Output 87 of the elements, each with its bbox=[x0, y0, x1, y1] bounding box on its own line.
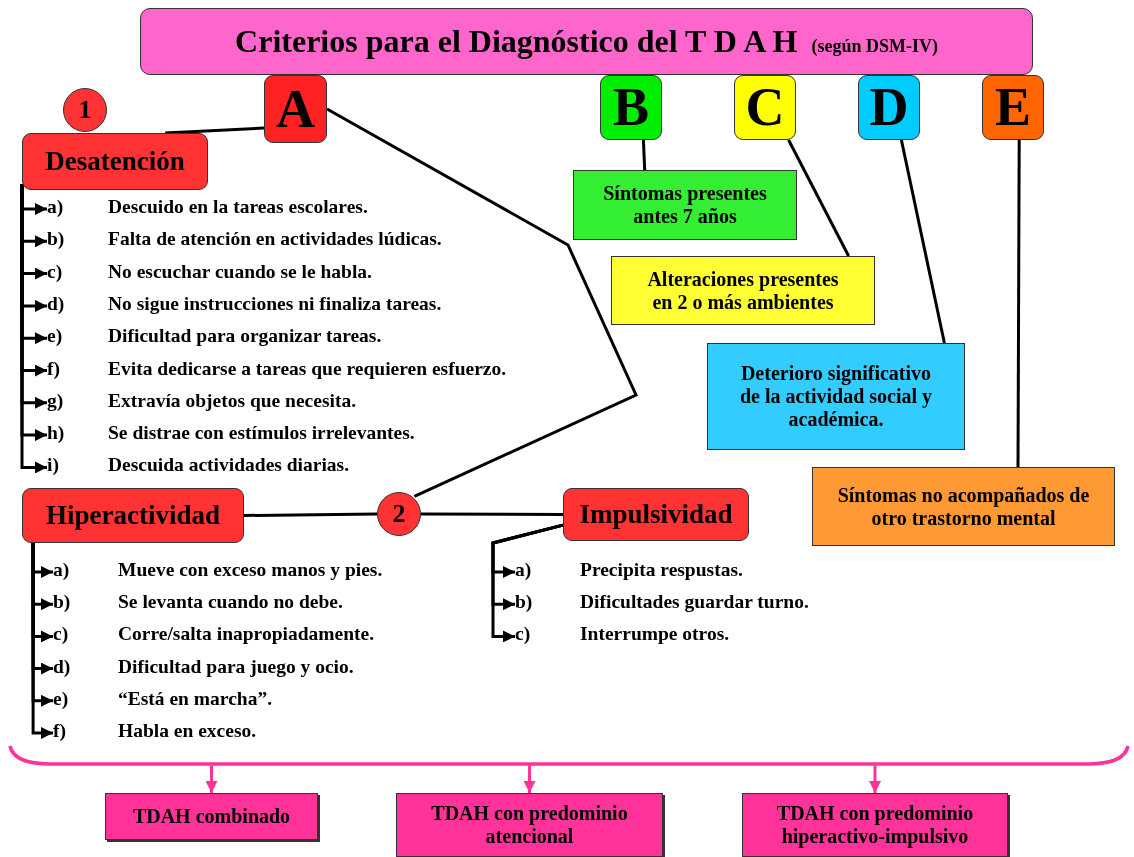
criterion-letter: E bbox=[995, 76, 1031, 139]
arrow bbox=[31, 543, 53, 739]
item-text: Interrumpe otros. bbox=[580, 623, 730, 646]
item-letter: f) bbox=[53, 720, 67, 742]
item-letter: i) bbox=[47, 454, 60, 477]
title-banner bbox=[140, 8, 1033, 75]
criterion-letter: C bbox=[745, 76, 785, 139]
connector-line bbox=[244, 512, 377, 517]
number-label: 1 bbox=[78, 95, 92, 125]
connector-line bbox=[165, 126, 265, 135]
arrow bbox=[869, 765, 881, 793]
subtype-label: TDAH con predominio hiperactivo-impulsivo bbox=[775, 802, 975, 848]
item-text: Falta de atención en actividades lúdicas. bbox=[108, 228, 442, 251]
number-label: 2 bbox=[392, 499, 406, 529]
item-letter: a) bbox=[515, 559, 533, 581]
criterion-text: Síntomas presentes antes 7 años bbox=[602, 182, 768, 228]
item-text: Dificultad para organizar tareas. bbox=[108, 325, 382, 348]
criterion-text: Alteraciones presentes en 2 o más ambientes bbox=[646, 267, 840, 314]
item-text: “Está en marcha”. bbox=[118, 687, 272, 710]
number-circle bbox=[377, 492, 421, 536]
item-letter: d) bbox=[47, 292, 66, 315]
title-text: Criterios para el Diagnóstico del T D A H bbox=[235, 23, 798, 60]
connector-line bbox=[326, 107, 638, 498]
number-circle bbox=[63, 88, 107, 132]
category-label: Impulsividad bbox=[579, 498, 733, 530]
category-box bbox=[563, 488, 749, 541]
item-letter: e) bbox=[53, 687, 70, 710]
item-letter: f) bbox=[47, 357, 61, 380]
item-text: Se distrae con estímulos irrelevantes. bbox=[108, 422, 415, 445]
criterion-box bbox=[707, 343, 965, 450]
item-text: Evita dedicarse a tareas que requieren esfuerzo. bbox=[108, 357, 507, 380]
criterion-box bbox=[573, 170, 797, 240]
item-letter: b) bbox=[515, 591, 534, 614]
item-text: Descuida actividades diarias. bbox=[108, 454, 350, 477]
item-text: No sigue instrucciones ni finaliza tareas. bbox=[108, 292, 442, 315]
item-letter: e) bbox=[47, 325, 64, 348]
connector-line bbox=[1016, 140, 1021, 467]
connector-line bbox=[421, 512, 563, 516]
subtype-note bbox=[105, 793, 318, 840]
item-text: Precipita respustas. bbox=[580, 559, 743, 581]
subtype-label: TDAH con predominio atencional bbox=[430, 802, 629, 848]
item-letter: c) bbox=[53, 623, 70, 646]
arrow bbox=[205, 765, 218, 793]
criterion-letter: B bbox=[613, 76, 649, 139]
item-text: Dificultades guardar turno. bbox=[580, 591, 809, 614]
connector-line bbox=[899, 139, 946, 344]
criterion-box bbox=[812, 467, 1115, 546]
criterion-box bbox=[858, 75, 920, 140]
criterion-letter: A bbox=[276, 77, 315, 141]
item-letter: c) bbox=[47, 260, 64, 283]
criterion-box bbox=[264, 75, 327, 143]
item-text: Dificultad para juego y ocio. bbox=[118, 655, 354, 678]
category-box bbox=[22, 488, 244, 543]
connector-line bbox=[641, 139, 647, 171]
subtype-label: TDAH combinado bbox=[132, 805, 291, 828]
item-text: Mueve con exceso manos y pies. bbox=[118, 559, 383, 581]
connector-line bbox=[787, 139, 850, 257]
item-text: Descuido en la tareas escolares. bbox=[108, 196, 368, 218]
criterion-box bbox=[982, 75, 1044, 140]
item-text: No escuchar cuando se le habla. bbox=[108, 260, 372, 283]
subtype-note bbox=[396, 793, 663, 857]
curly-brace bbox=[8, 745, 1130, 766]
item-letter: d) bbox=[53, 655, 72, 678]
item-letter: h) bbox=[47, 422, 66, 445]
criterion-box bbox=[734, 75, 796, 140]
criterion-text: Deterioro significativo de la actividad social y académica. bbox=[738, 362, 934, 431]
arrow bbox=[523, 765, 536, 793]
item-letter: c) bbox=[515, 623, 532, 646]
item-letter: g) bbox=[47, 389, 65, 412]
item-text: Habla en exceso. bbox=[118, 720, 257, 742]
category-label: Desatención bbox=[45, 145, 185, 177]
item-text: Se levanta cuando no debe. bbox=[118, 591, 343, 614]
criterion-box bbox=[611, 256, 875, 325]
criterion-letter: D bbox=[869, 76, 909, 139]
category-box bbox=[22, 133, 208, 190]
item-text: Corre/salta inapropiadamente. bbox=[118, 623, 375, 646]
arrow bbox=[491, 523, 564, 643]
category-label: Hiperactividad bbox=[46, 499, 220, 531]
item-letter: a) bbox=[47, 196, 65, 218]
criterion-text: Síntomas no acompañados de otro trastorno mental bbox=[836, 483, 1091, 530]
subtype-note bbox=[742, 793, 1008, 857]
subtitle-text: (según DSM-IV) bbox=[811, 36, 938, 57]
criterion-box bbox=[600, 75, 662, 140]
item-text: Extravía objetos que necesita. bbox=[108, 389, 357, 412]
item-letter: b) bbox=[53, 591, 72, 614]
item-letter: b) bbox=[47, 228, 66, 251]
item-letter: a) bbox=[53, 559, 71, 581]
